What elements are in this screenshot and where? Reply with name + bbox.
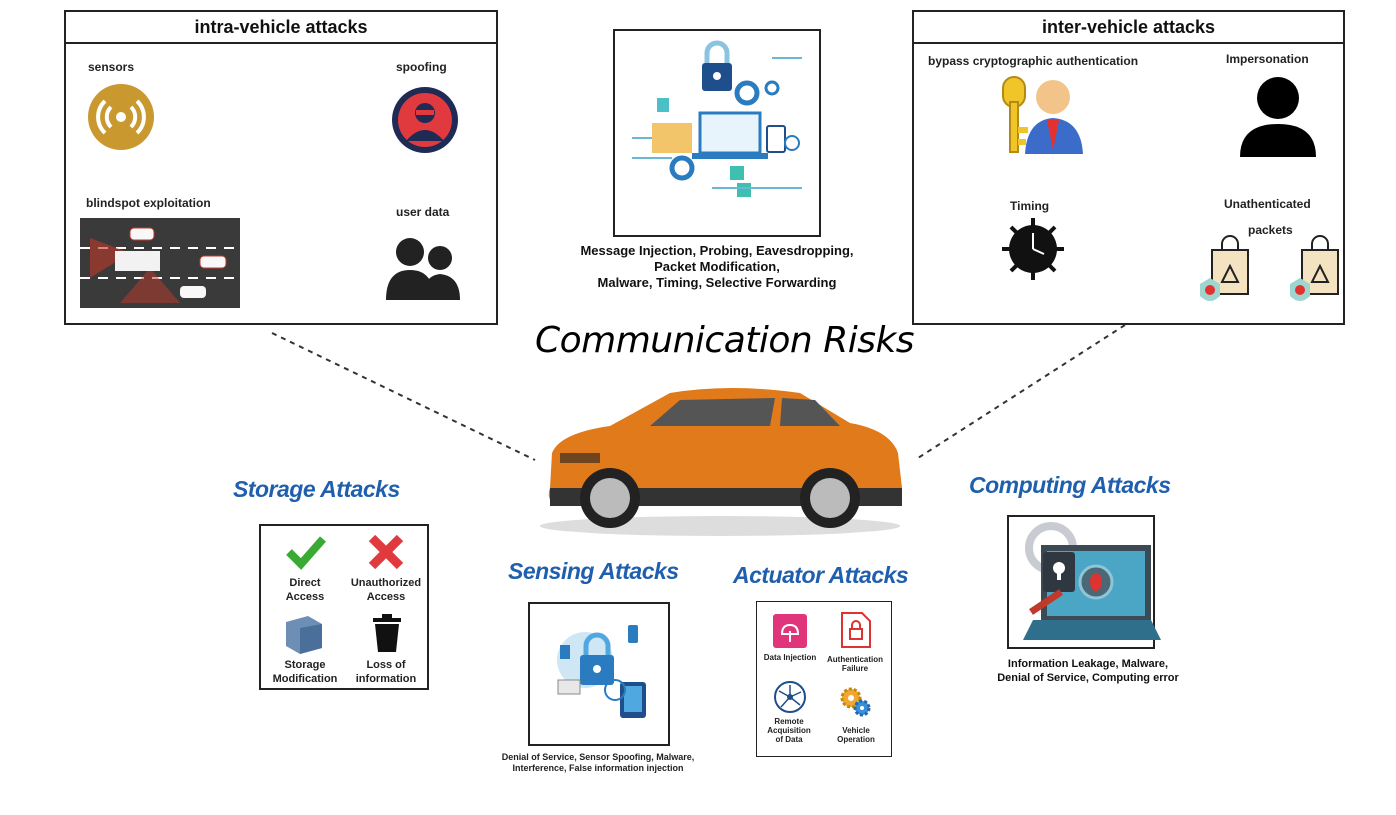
intra-vehicle-title: intra-vehicle attacks <box>66 12 496 44</box>
car-icon <box>540 388 902 536</box>
main-title: Communication Risks <box>535 320 915 361</box>
cross-icon <box>368 534 404 570</box>
storage-container-icon <box>286 616 322 654</box>
unauth-label-line2: packets <box>1248 223 1293 237</box>
spoofing-icon <box>392 87 458 153</box>
key-user-icon <box>1002 76 1083 154</box>
center-caption: Message Injection, Probing, Eavesdroppin… <box>548 243 886 291</box>
storage-modification-label: Storage Modification <box>272 659 338 685</box>
timing-label: Timing <box>1010 199 1050 213</box>
inter-vehicle-panel: inter-vehicle attacks <box>912 10 1345 325</box>
computing-attacks-title: Computing Attacks <box>969 472 1171 498</box>
center-caption-line3: Malware, Timing, Selective Forwarding <box>597 275 837 290</box>
blindspot-road-icon <box>80 218 240 308</box>
blindspot-label: blindspot exploitation <box>86 196 211 210</box>
network-security-icon <box>632 40 802 197</box>
sensing-attacks-title: Sensing Attacks <box>508 558 679 584</box>
direct-access-label: Direct Access <box>285 577 325 603</box>
packet-bag-icon-1 <box>1200 235 1249 301</box>
clock-icon <box>1002 218 1064 280</box>
sensors-icon <box>88 84 154 150</box>
center-caption-line1: Message Injection, Probing, Eavesdroppin… <box>580 243 854 258</box>
remote-acquisition-icon <box>774 681 806 713</box>
center-caption-line2: Packet Modification, <box>654 259 780 274</box>
sensing-caption: Denial of Service, Sensor Spoofing, Malw… <box>501 752 695 773</box>
users-icon <box>386 238 460 300</box>
trash-icon <box>373 614 401 652</box>
gears-icon <box>840 687 871 717</box>
loss-of-information-label: Loss of information <box>355 659 417 685</box>
remote-acquisition-label: Remote Acquisition of Data <box>767 717 811 744</box>
authentication-failure-label: Authentication Failure <box>827 655 883 673</box>
storage-panel <box>259 524 429 690</box>
vehicle-operation-label: Vehicle Operation <box>837 726 875 744</box>
bypass-label: bypass cryptographic authentication <box>928 54 1139 68</box>
laptop-lock-bug-icon <box>1023 522 1161 640</box>
unauth-label-line1: Unathenticated <box>1224 197 1311 211</box>
data-injection-label: Data Injection <box>763 653 817 662</box>
person-icon <box>1240 77 1316 157</box>
packet-bag-icon-2 <box>1290 235 1339 301</box>
impersonation-label: Impersonation <box>1226 52 1309 66</box>
userdata-label: user data <box>396 205 450 219</box>
authentication-failure-icon <box>841 612 871 648</box>
sensors-label: sensors <box>88 60 135 74</box>
storage-attacks-title: Storage Attacks <box>233 476 400 502</box>
computing-caption: Information Leakage, Malware, Denial of … <box>997 658 1179 684</box>
inter-vehicle-title: inter-vehicle attacks <box>914 12 1343 44</box>
check-icon <box>286 536 327 570</box>
sensing-lock-devices-icon <box>557 625 646 718</box>
unauthorized-access-label: Unauthorized Access <box>350 577 422 603</box>
data-injection-icon <box>773 614 807 648</box>
spoofing-label: spoofing <box>396 60 447 74</box>
actuator-attacks-title: Actuator Attacks <box>733 562 909 588</box>
